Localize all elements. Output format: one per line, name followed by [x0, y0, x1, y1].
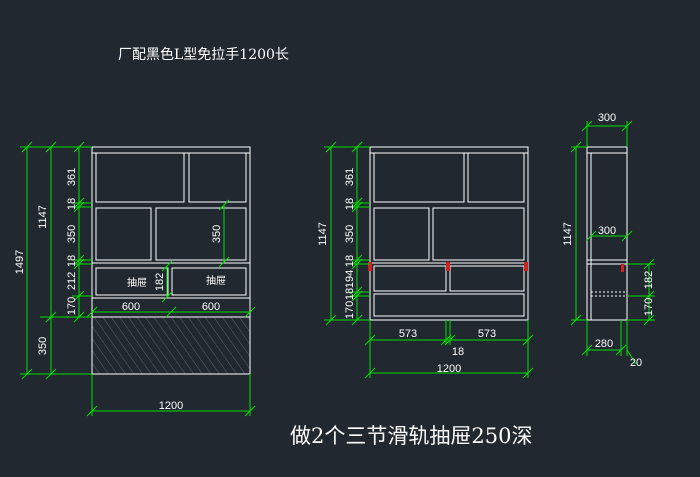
mid-dim-seg-7: 170: [344, 301, 356, 319]
side-dim-depth-top: 300: [598, 112, 616, 124]
side-dim-drawer-182: 182: [643, 271, 655, 289]
middle-shelf-compartment: [373, 152, 465, 203]
middle-drawer-1: [373, 265, 447, 292]
dim-seg-6: 170: [66, 297, 78, 315]
side-handle-marker: [621, 264, 624, 272]
drawer-label-2: 抽屉: [206, 274, 226, 287]
mid-dim-total-width: 1200: [437, 363, 461, 375]
dim-width-600-2: 600: [202, 301, 220, 313]
dim-base-height: 350: [37, 337, 49, 355]
drawing-title: 厂配黑色L型免拉手1200长: [118, 47, 289, 63]
middle-drawer-2: [449, 265, 525, 292]
left-shelf-compartment: [95, 207, 152, 261]
side-dim-offset: 20: [630, 357, 642, 369]
left-cabinet: [91, 146, 251, 375]
drawer-note: 做2个三节滑轨抽屉250深: [290, 424, 533, 448]
mid-dim-upper-height: 1147: [317, 222, 329, 246]
mid-dim-width-573-1: 573: [399, 328, 417, 340]
left-drawer-1: [95, 267, 169, 296]
side-dim-bottom-170: 170: [643, 298, 655, 316]
side-dimensions: [570, 120, 655, 365]
dim-total-width: 1200: [159, 400, 183, 412]
middle-outer-frame: [369, 146, 529, 321]
side-outer-frame: [586, 146, 628, 321]
middle-shelf-compartment: [373, 207, 430, 261]
dim-seg-4: 18: [66, 255, 78, 267]
drawer-label-1: 抽屉: [127, 276, 147, 289]
left-dimension-text: 1497 1147 350 361 18 350 18 212 170 350 …: [14, 168, 226, 412]
handle-marker: [446, 262, 450, 271]
left-shelf-compartment: [95, 152, 185, 203]
handle-marker: [368, 262, 372, 271]
mid-dim-seg-4: 18: [344, 255, 356, 267]
mid-dim-seg-1: 361: [344, 168, 356, 186]
left-shelf-compartment: [155, 207, 247, 261]
middle-shelf-compartment: [432, 207, 525, 261]
side-dim-drawer-depth: 280: [595, 338, 613, 350]
side-dim-height: 1147: [562, 222, 574, 246]
dim-width-600-1: 600: [122, 301, 140, 313]
mid-dim-gap-18: 18: [452, 346, 464, 358]
dim-drawer-182: 182: [154, 273, 166, 291]
left-shelf-compartment: [188, 152, 247, 203]
dim-seg-3: 350: [66, 225, 78, 243]
handle-marker: [524, 262, 528, 271]
side-dimension-text: 300 1147 300 182 170 280 20: [562, 112, 655, 369]
left-dimensions: [20, 141, 256, 417]
middle-dimensions: [324, 141, 534, 379]
middle-shelf-compartment: [467, 152, 525, 203]
left-drawer-2: [171, 267, 247, 296]
mid-dim-seg-5: 194: [344, 270, 356, 288]
left-base-hatched: [91, 316, 251, 375]
mid-dim-seg-6: 18: [344, 288, 356, 300]
middle-dimension-text: 1147 361 18 350 18 194 18 170 573 573 18…: [317, 168, 496, 375]
dim-inner-350: 350: [211, 225, 223, 243]
mid-dim-width-573-2: 573: [478, 328, 496, 340]
middle-cabinet: [369, 146, 529, 321]
dim-total-height: 1497: [14, 250, 26, 274]
dim-seg-1: 361: [66, 168, 78, 186]
middle-handles: [368, 262, 528, 271]
mid-dim-seg-3: 350: [344, 225, 356, 243]
middle-bottom-drawer: [373, 293, 525, 317]
side-dim-depth-mid: 300: [598, 225, 616, 237]
side-cabinet: [586, 146, 628, 321]
dim-seg-5: 212: [66, 272, 78, 290]
dim-seg-2: 18: [66, 198, 78, 210]
dim-upper-height: 1147: [37, 205, 49, 229]
mid-dim-seg-2: 18: [344, 198, 356, 210]
